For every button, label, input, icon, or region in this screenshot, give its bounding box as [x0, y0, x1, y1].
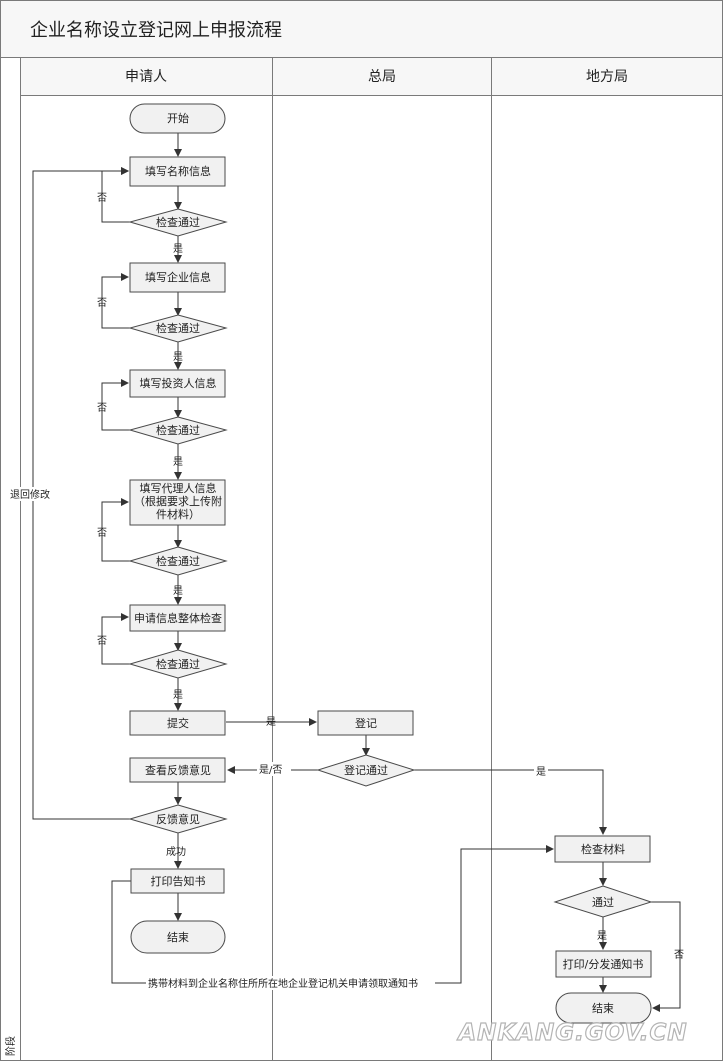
node-register-label: 登记 — [355, 716, 377, 730]
node-fill-company-label: 填写企业信息 — [145, 270, 211, 284]
edges — [32, 133, 681, 1012]
node-start: 开始 — [129, 103, 226, 134]
label-no-3: 否 — [97, 402, 107, 414]
node-overall-check-label: 申请信息整体检查 — [134, 611, 222, 625]
node-fill-name: 填写名称信息 — [129, 156, 226, 187]
node-overall-check: 申请信息整体检查 — [129, 604, 226, 632]
node-fill-name-label: 填写名称信息 — [145, 164, 211, 178]
label-carry-bg — [146, 976, 435, 990]
node-fill-company: 填写企业信息 — [129, 262, 226, 293]
phase-label: 阶段 — [4, 1036, 17, 1056]
node-end-applicant: 结束 — [130, 920, 226, 954]
edge-pass-no-end — [651, 901, 681, 1012]
label-no-2: 否 — [97, 297, 107, 309]
node-end-applicant-label: 结束 — [167, 931, 189, 944]
loop-no-5 — [101, 613, 130, 665]
label-yes-5: 是 — [173, 689, 183, 701]
node-check5: 检查通过 — [128, 649, 228, 679]
node-pass-label: 通过 — [592, 896, 614, 909]
label-yes-submit: 是 — [266, 716, 276, 728]
loop-no-4 — [101, 498, 130, 562]
node-check2: 检查通过 — [128, 314, 228, 343]
node-register: 登记 — [317, 710, 414, 736]
node-check1: 检查通过 — [128, 208, 228, 237]
node-feedback: 反馈意见 — [128, 804, 228, 834]
lane-header-bar — [20, 58, 722, 95]
node-fill-agent-line1: 填写代理人信息 — [140, 481, 217, 495]
page-title: 企业名称设立登记网上申报流程 — [30, 20, 282, 41]
label-return-bg — [10, 487, 58, 501]
loop-no-2 — [101, 273, 130, 329]
label-yes-4: 是 — [173, 585, 183, 597]
node-end-local: 结束 — [555, 992, 652, 1024]
node-check3: 检查通过 — [128, 416, 228, 445]
node-print-notice-label: 打印告知书 — [151, 874, 206, 888]
node-view-feedback: 查看反馈意见 — [129, 757, 226, 783]
node-submit-label: 提交 — [167, 716, 189, 730]
label-no-pass: 否 — [674, 949, 684, 961]
node-check-materials-label: 检查材料 — [581, 842, 625, 856]
node-print-notice: 打印告知书 — [130, 868, 225, 894]
label-yes-no: 是/否 — [259, 764, 282, 776]
lane-applicant-header: 申请人 — [125, 69, 167, 85]
edge-labels: 否 是 否 是 否 是 否 是 否 是 是 是/否 是 成功 退回修改 携带材料… — [10, 192, 684, 990]
title-bar — [1, 1, 722, 57]
label-yes-pass: 是 — [597, 930, 607, 942]
node-check5-label: 检查通过 — [156, 657, 200, 671]
node-check4-label: 检查通过 — [156, 554, 200, 568]
label-yes-no-bg — [257, 762, 291, 776]
label-success: 成功 — [166, 846, 186, 858]
node-fill-investor: 填写投资人信息 — [129, 369, 226, 398]
node-view-feedback-label: 查看反馈意见 — [145, 763, 211, 777]
label-carry-materials: 携带材料到企业名称住所所在地企业登记机关申请领取通知书 — [148, 977, 418, 990]
node-check-materials: 检查材料 — [554, 835, 651, 863]
node-fill-agent-line3: 件材料） — [156, 507, 200, 521]
node-feedback-label: 反馈意见 — [156, 812, 200, 826]
label-yes-1: 是 — [173, 243, 183, 255]
node-print-distribute: 打印/分发通知书 — [555, 950, 652, 978]
watermark: ANKANG.GOV.CN — [456, 1020, 687, 1046]
node-check4: 检查通过 — [128, 546, 228, 576]
node-fill-investor-label: 填写投资人信息 — [140, 376, 217, 390]
node-fill-agent: 填写代理人信息 （根据要求上传附 件材料） — [129, 479, 226, 526]
label-no-5: 否 — [97, 635, 107, 647]
node-pass: 通过 — [553, 885, 653, 918]
loop-no-3 — [101, 379, 130, 431]
label-no-1: 否 — [97, 192, 107, 204]
node-submit: 提交 — [129, 710, 226, 736]
lane-local-header: 地方局 — [586, 69, 628, 85]
node-check3-label: 检查通过 — [156, 423, 200, 437]
node-end-local-label: 结束 — [592, 1002, 614, 1015]
node-print-distribute-label: 打印/分发通知书 — [563, 957, 644, 971]
node-fill-agent-line2: （根据要求上传附 — [134, 494, 222, 508]
node-check1-label: 检查通过 — [156, 215, 200, 229]
label-no-4: 否 — [97, 527, 107, 539]
node-start-label: 开始 — [167, 111, 189, 125]
lane-headquarters-header: 总局 — [368, 69, 396, 85]
label-yes-2: 是 — [173, 351, 183, 363]
label-yes-3: 是 — [173, 456, 183, 468]
edge-pass-check-materials — [414, 769, 607, 835]
label-yes-local: 是 — [536, 766, 546, 778]
node-register-pass: 登记通过 — [316, 754, 416, 787]
label-yes-local-bg — [534, 764, 548, 777]
label-return-modify: 退回修改 — [10, 488, 50, 501]
node-register-pass-label: 登记通过 — [344, 763, 388, 777]
node-check2-label: 检查通过 — [156, 321, 200, 335]
